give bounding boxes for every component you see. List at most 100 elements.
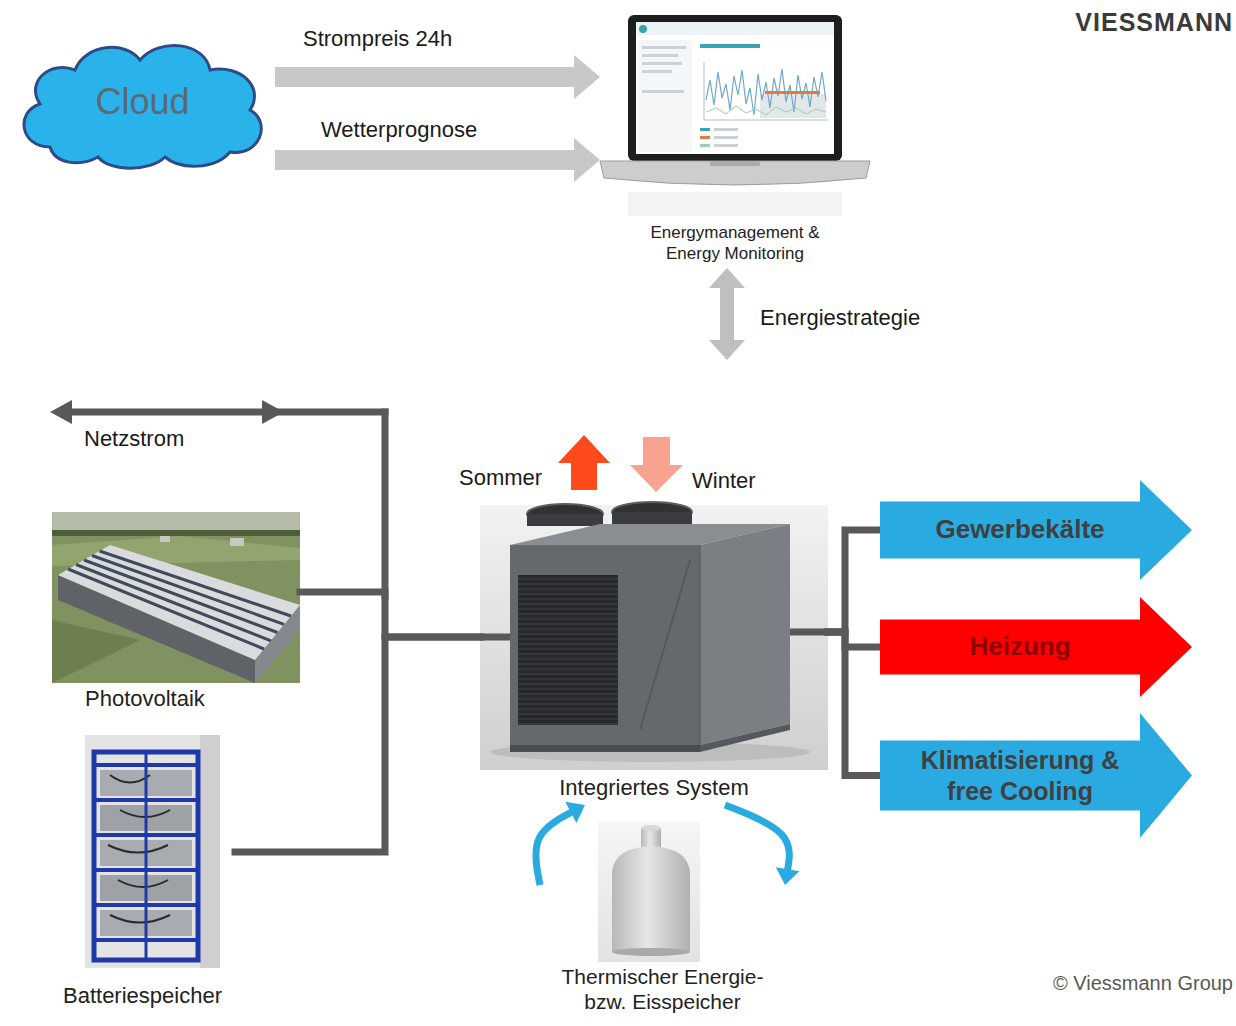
storage-loop-arrow — [536, 802, 585, 885]
season-label: Sommer — [459, 465, 542, 491]
node-text: Photovoltaik — [85, 686, 205, 712]
data-flow-arrow — [275, 138, 600, 182]
laptop-illustration — [638, 40, 692, 152]
laptop-illustration — [706, 69, 826, 115]
heat-pump-unit — [480, 502, 828, 770]
supply-line — [828, 632, 880, 776]
ice-storage-tank — [612, 872, 690, 952]
photovoltaik-photo — [52, 620, 140, 683]
power-line — [235, 637, 480, 852]
grid-power-arrow — [62, 409, 385, 416]
photovoltaik-photo — [52, 512, 300, 532]
grid-power-arrow — [262, 400, 284, 424]
cloud-outline — [24, 45, 261, 168]
photovoltaik-photo — [52, 530, 300, 536]
connector-line — [828, 632, 880, 776]
heat-pump-unit — [700, 524, 790, 745]
laptop-illustration — [704, 62, 705, 120]
laptop-illustration — [642, 90, 684, 93]
connector-line — [275, 150, 579, 170]
connector-line — [536, 811, 574, 885]
battery-photo — [94, 752, 198, 960]
battery-photo — [85, 735, 220, 968]
laptop-illustration — [700, 144, 710, 147]
battery-photo — [145, 752, 148, 960]
connector-line — [275, 67, 579, 87]
node-text: Integriertes System — [559, 775, 749, 801]
arrow-outline — [880, 713, 1192, 838]
node-text: Batteriespeicher — [63, 983, 222, 1009]
copyright-note: © Viessmann Group — [990, 972, 1233, 995]
laptop-node: Energymanagement & Energy Monitoring — [600, 12, 870, 268]
laptop-illustration — [700, 136, 710, 139]
laptop-illustration — [714, 128, 738, 131]
storage-node: Thermischer Energie- bzw. Eisspeicher — [540, 818, 785, 1018]
photovoltaik-photo — [160, 536, 170, 542]
arrow-outline — [880, 597, 1192, 697]
season-arrows — [558, 435, 683, 492]
ice-storage-tank — [612, 948, 690, 956]
season-label: Winter — [692, 468, 756, 494]
heat-pump-unit — [527, 514, 603, 526]
laptop-illustration — [706, 106, 826, 115]
arrow-head — [574, 55, 600, 99]
node-text: Klimatisierung & free Cooling — [900, 745, 1140, 807]
node-text: Cloud — [95, 80, 189, 123]
photovoltaik-photo — [100, 551, 291, 616]
photovoltaik-photo — [52, 512, 300, 683]
season-arrows — [630, 437, 683, 492]
edge-label: Strompreis 24h — [303, 26, 452, 52]
arrow-head — [709, 340, 745, 360]
photovoltaik-node: Photovoltaik — [52, 512, 300, 712]
ice-storage-tank — [612, 846, 690, 872]
edge-label: Wetterprognose — [321, 117, 477, 143]
laptop-illustration — [600, 15, 870, 216]
heat-pump-unit — [480, 634, 510, 641]
node-text: Gewerbekälte — [935, 514, 1104, 545]
heat-pump-unit — [612, 512, 692, 526]
photovoltaik-photo — [52, 512, 300, 683]
photovoltaik-photo — [92, 556, 284, 625]
connector-line — [720, 284, 734, 344]
arrow-shape — [880, 597, 1192, 697]
photovoltaik-photo — [84, 560, 278, 633]
battery-photo — [200, 735, 220, 968]
laptop-illustration — [642, 54, 678, 57]
connector-line — [300, 592, 480, 637]
laptop-illustration — [642, 62, 682, 65]
photovoltaik-photo — [230, 538, 244, 546]
heat-pump-unit — [640, 560, 690, 730]
laptop-illustration — [700, 128, 710, 131]
heat-pump-unit — [510, 545, 700, 745]
cloud-node: Cloud — [10, 32, 275, 172]
laptop-illustration — [639, 25, 647, 33]
laptop-illustration — [642, 46, 686, 49]
ice-storage-tank — [641, 825, 661, 831]
heat-pump-unit — [518, 575, 618, 725]
laptop-illustration — [714, 136, 738, 139]
power-line — [300, 592, 480, 637]
connector-line — [235, 637, 480, 852]
laptop-illustration — [765, 91, 820, 94]
ice-storage-tank — [598, 822, 700, 962]
arrow-shape — [880, 480, 1192, 580]
arrow-head — [709, 268, 745, 288]
heat-pump-unit — [700, 545, 701, 745]
ice-storage-tank — [598, 822, 700, 962]
laptop-illustration — [710, 161, 760, 166]
laptop-illustration — [628, 192, 842, 216]
heat-pump-unit — [790, 629, 828, 636]
laptop-illustration — [714, 144, 738, 147]
heat-pump-unit — [510, 745, 700, 752]
grid-power-arrow — [382, 412, 389, 596]
battery-photo — [85, 735, 220, 968]
heat-pump-unit — [700, 724, 790, 752]
output-arrow: Gewerbekälte — [880, 480, 1192, 580]
arrow-head — [565, 802, 585, 823]
storage-loop-arrow — [725, 805, 800, 885]
node-text: Energymanagement & Energy Monitoring — [635, 222, 835, 264]
battery-node: Batteriespeicher — [50, 735, 235, 1011]
laptop-illustration — [628, 15, 842, 161]
